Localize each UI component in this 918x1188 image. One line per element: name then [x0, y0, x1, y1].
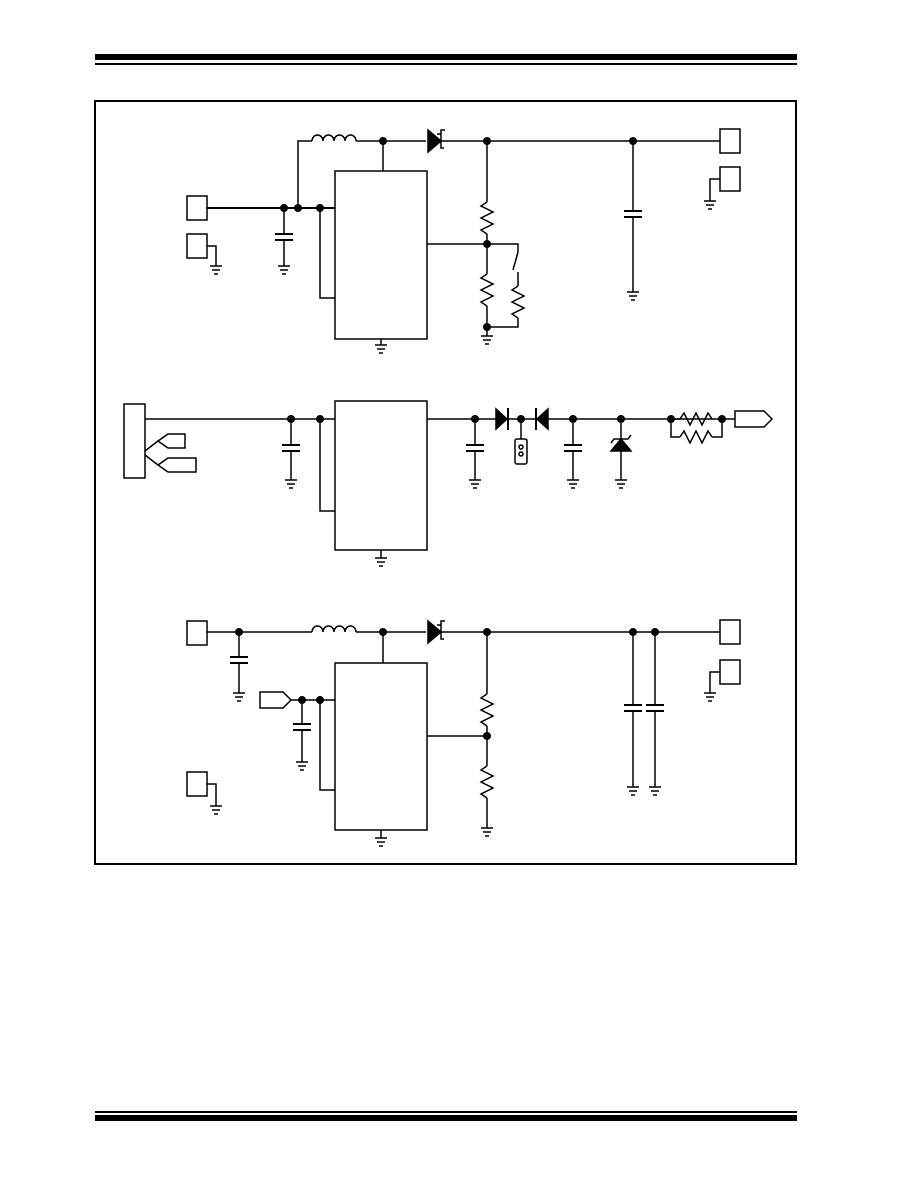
inductor-coil — [311, 625, 357, 633]
ground-symbol — [375, 837, 387, 847]
source-block — [123, 403, 146, 479]
ground-symbol — [704, 200, 716, 210]
ground-symbol — [567, 479, 579, 489]
junction-dot — [718, 415, 726, 423]
ground-symbol — [649, 786, 661, 796]
ground-symbol — [278, 265, 290, 275]
switch — [512, 251, 519, 271]
output-terminal-box — [719, 128, 741, 154]
terminal-flag — [156, 457, 197, 473]
ic-block — [334, 170, 428, 340]
gnd-terminal-box — [186, 771, 208, 797]
footer-rule-thin — [95, 1111, 797, 1113]
resistor — [479, 693, 495, 727]
gnd-terminal-box — [719, 166, 741, 192]
gnd-terminal-box — [186, 233, 208, 259]
input-terminal-box — [186, 620, 208, 646]
figure-frame — [94, 100, 797, 865]
ground-symbol — [296, 761, 308, 771]
ground-symbol — [615, 479, 627, 489]
ground-symbol — [233, 692, 245, 702]
ground-symbol — [469, 479, 481, 489]
footer-rule-thick — [95, 1115, 797, 1121]
header-rule-thin — [95, 63, 797, 65]
ground-symbol — [210, 805, 222, 815]
circuit-boost-bottom — [186, 619, 741, 847]
ground-symbol — [375, 557, 387, 567]
circuit-charge-pump — [123, 400, 774, 567]
diode — [535, 407, 549, 431]
header-rule-thick — [95, 54, 797, 60]
resistor — [679, 429, 713, 445]
schottky-diode — [427, 128, 443, 154]
ground-symbol — [481, 827, 493, 837]
resistor — [679, 411, 713, 427]
inductor-coil — [311, 134, 357, 142]
circuit-boost-top — [186, 128, 741, 354]
output-flag — [734, 410, 774, 428]
ground-symbol — [481, 335, 493, 345]
ground-symbol — [285, 479, 297, 489]
resistor — [479, 765, 495, 799]
resistor — [510, 285, 526, 319]
diode — [495, 407, 509, 431]
ground-symbol — [704, 692, 716, 702]
zener-diode — [609, 437, 633, 452]
ground-symbol — [375, 344, 387, 354]
input-terminal-box — [186, 195, 208, 221]
terminal-flag — [156, 433, 186, 449]
gnd-terminal-box — [719, 659, 741, 685]
schottky-diode — [427, 619, 443, 645]
ground-symbol — [627, 786, 639, 796]
output-terminal-box — [719, 619, 741, 645]
ground-symbol — [210, 265, 222, 275]
enable-flag — [259, 691, 293, 709]
ground-symbol — [627, 291, 639, 301]
resistor — [479, 201, 495, 235]
ic-block — [334, 400, 428, 551]
ic-block — [334, 662, 428, 831]
resistor — [479, 273, 495, 307]
